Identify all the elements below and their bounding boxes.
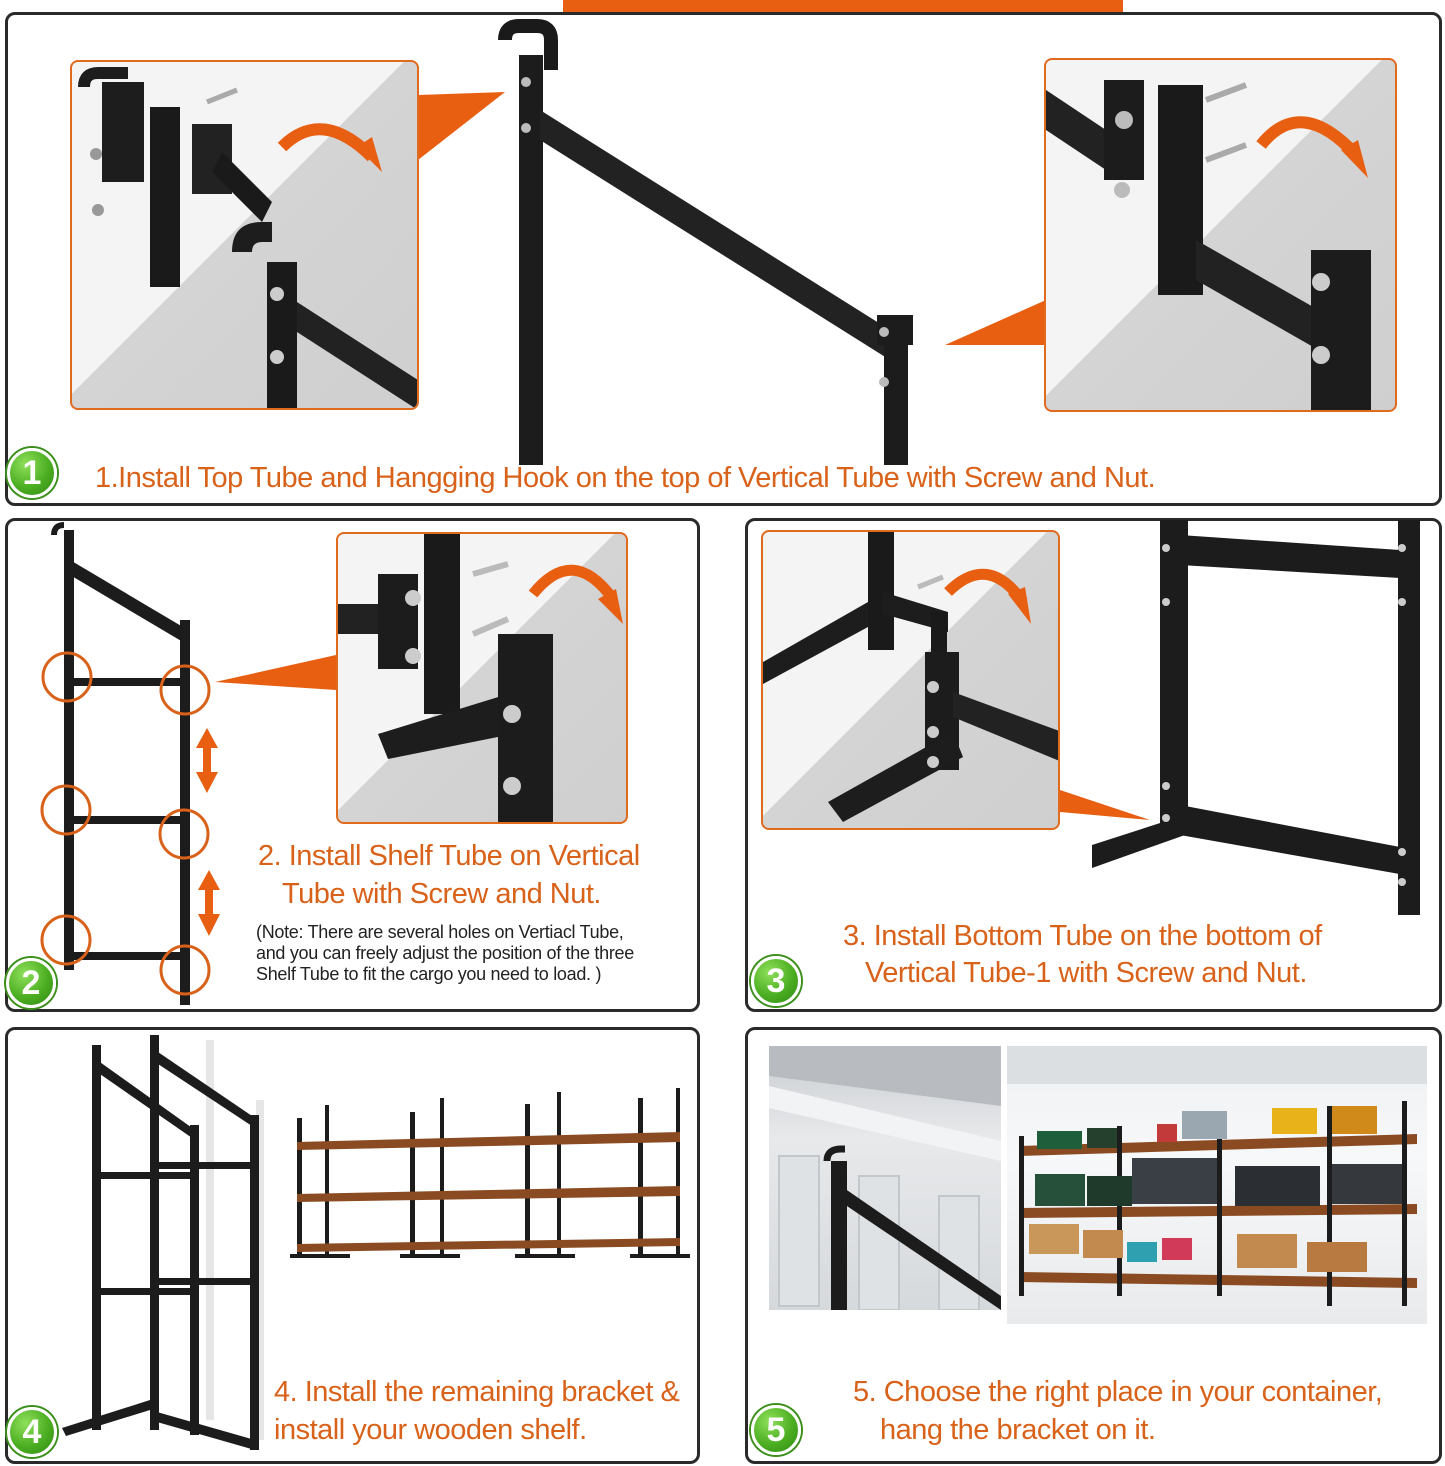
step-1-main-illustration xyxy=(418,19,1046,465)
step-4-caption-line2: install your wooden shelf. xyxy=(274,1414,587,1446)
step-3-caption-line2: Vertical Tube-1 with Screw and Nut. xyxy=(865,957,1307,989)
step-2-note-line3: Shelf Tube to fit the cargo you need to … xyxy=(256,964,602,984)
step-3-badge: 3 xyxy=(751,956,801,1006)
step-4-illustration xyxy=(62,1035,690,1450)
step-1-caption: 1.Install Top Tube and Hangging Hook on … xyxy=(95,462,1156,494)
step-5-caption-line1: 5. Choose the right place in your contai… xyxy=(853,1376,1383,1408)
step-2-frame-illustration xyxy=(40,522,336,1005)
step-2-badge: 2 xyxy=(6,958,56,1008)
step-1-badge: 1 xyxy=(7,448,57,498)
step-5-badge: 5 xyxy=(751,1405,801,1455)
step-2-note-line1: (Note: There are several holes on Vertia… xyxy=(256,922,624,942)
step-5-caption-line2: hang the bracket on it. xyxy=(880,1414,1156,1446)
step-4-caption-line1: 4. Install the remaining bracket & xyxy=(274,1376,680,1408)
step-2-caption-line1: 2. Install Shelf Tube on Vertical xyxy=(258,840,640,872)
container-shelf-photo xyxy=(1007,1046,1427,1324)
step-3-caption-line1: 3. Install Bottom Tube on the bottom of xyxy=(843,920,1322,952)
step-3-frame-illustration xyxy=(1060,520,1420,915)
step-3-detail xyxy=(761,530,1060,830)
step-1-detail-left xyxy=(70,60,419,410)
step-2-detail xyxy=(336,532,628,824)
step-4-badge: 4 xyxy=(7,1407,57,1457)
step-2-note-line2: and you can freely adjust the position o… xyxy=(256,943,634,963)
container-hook-photo xyxy=(769,1046,1001,1310)
step-1-detail-right xyxy=(1044,58,1397,412)
step-2-caption-line2: Tube with Screw and Nut. xyxy=(282,878,601,910)
